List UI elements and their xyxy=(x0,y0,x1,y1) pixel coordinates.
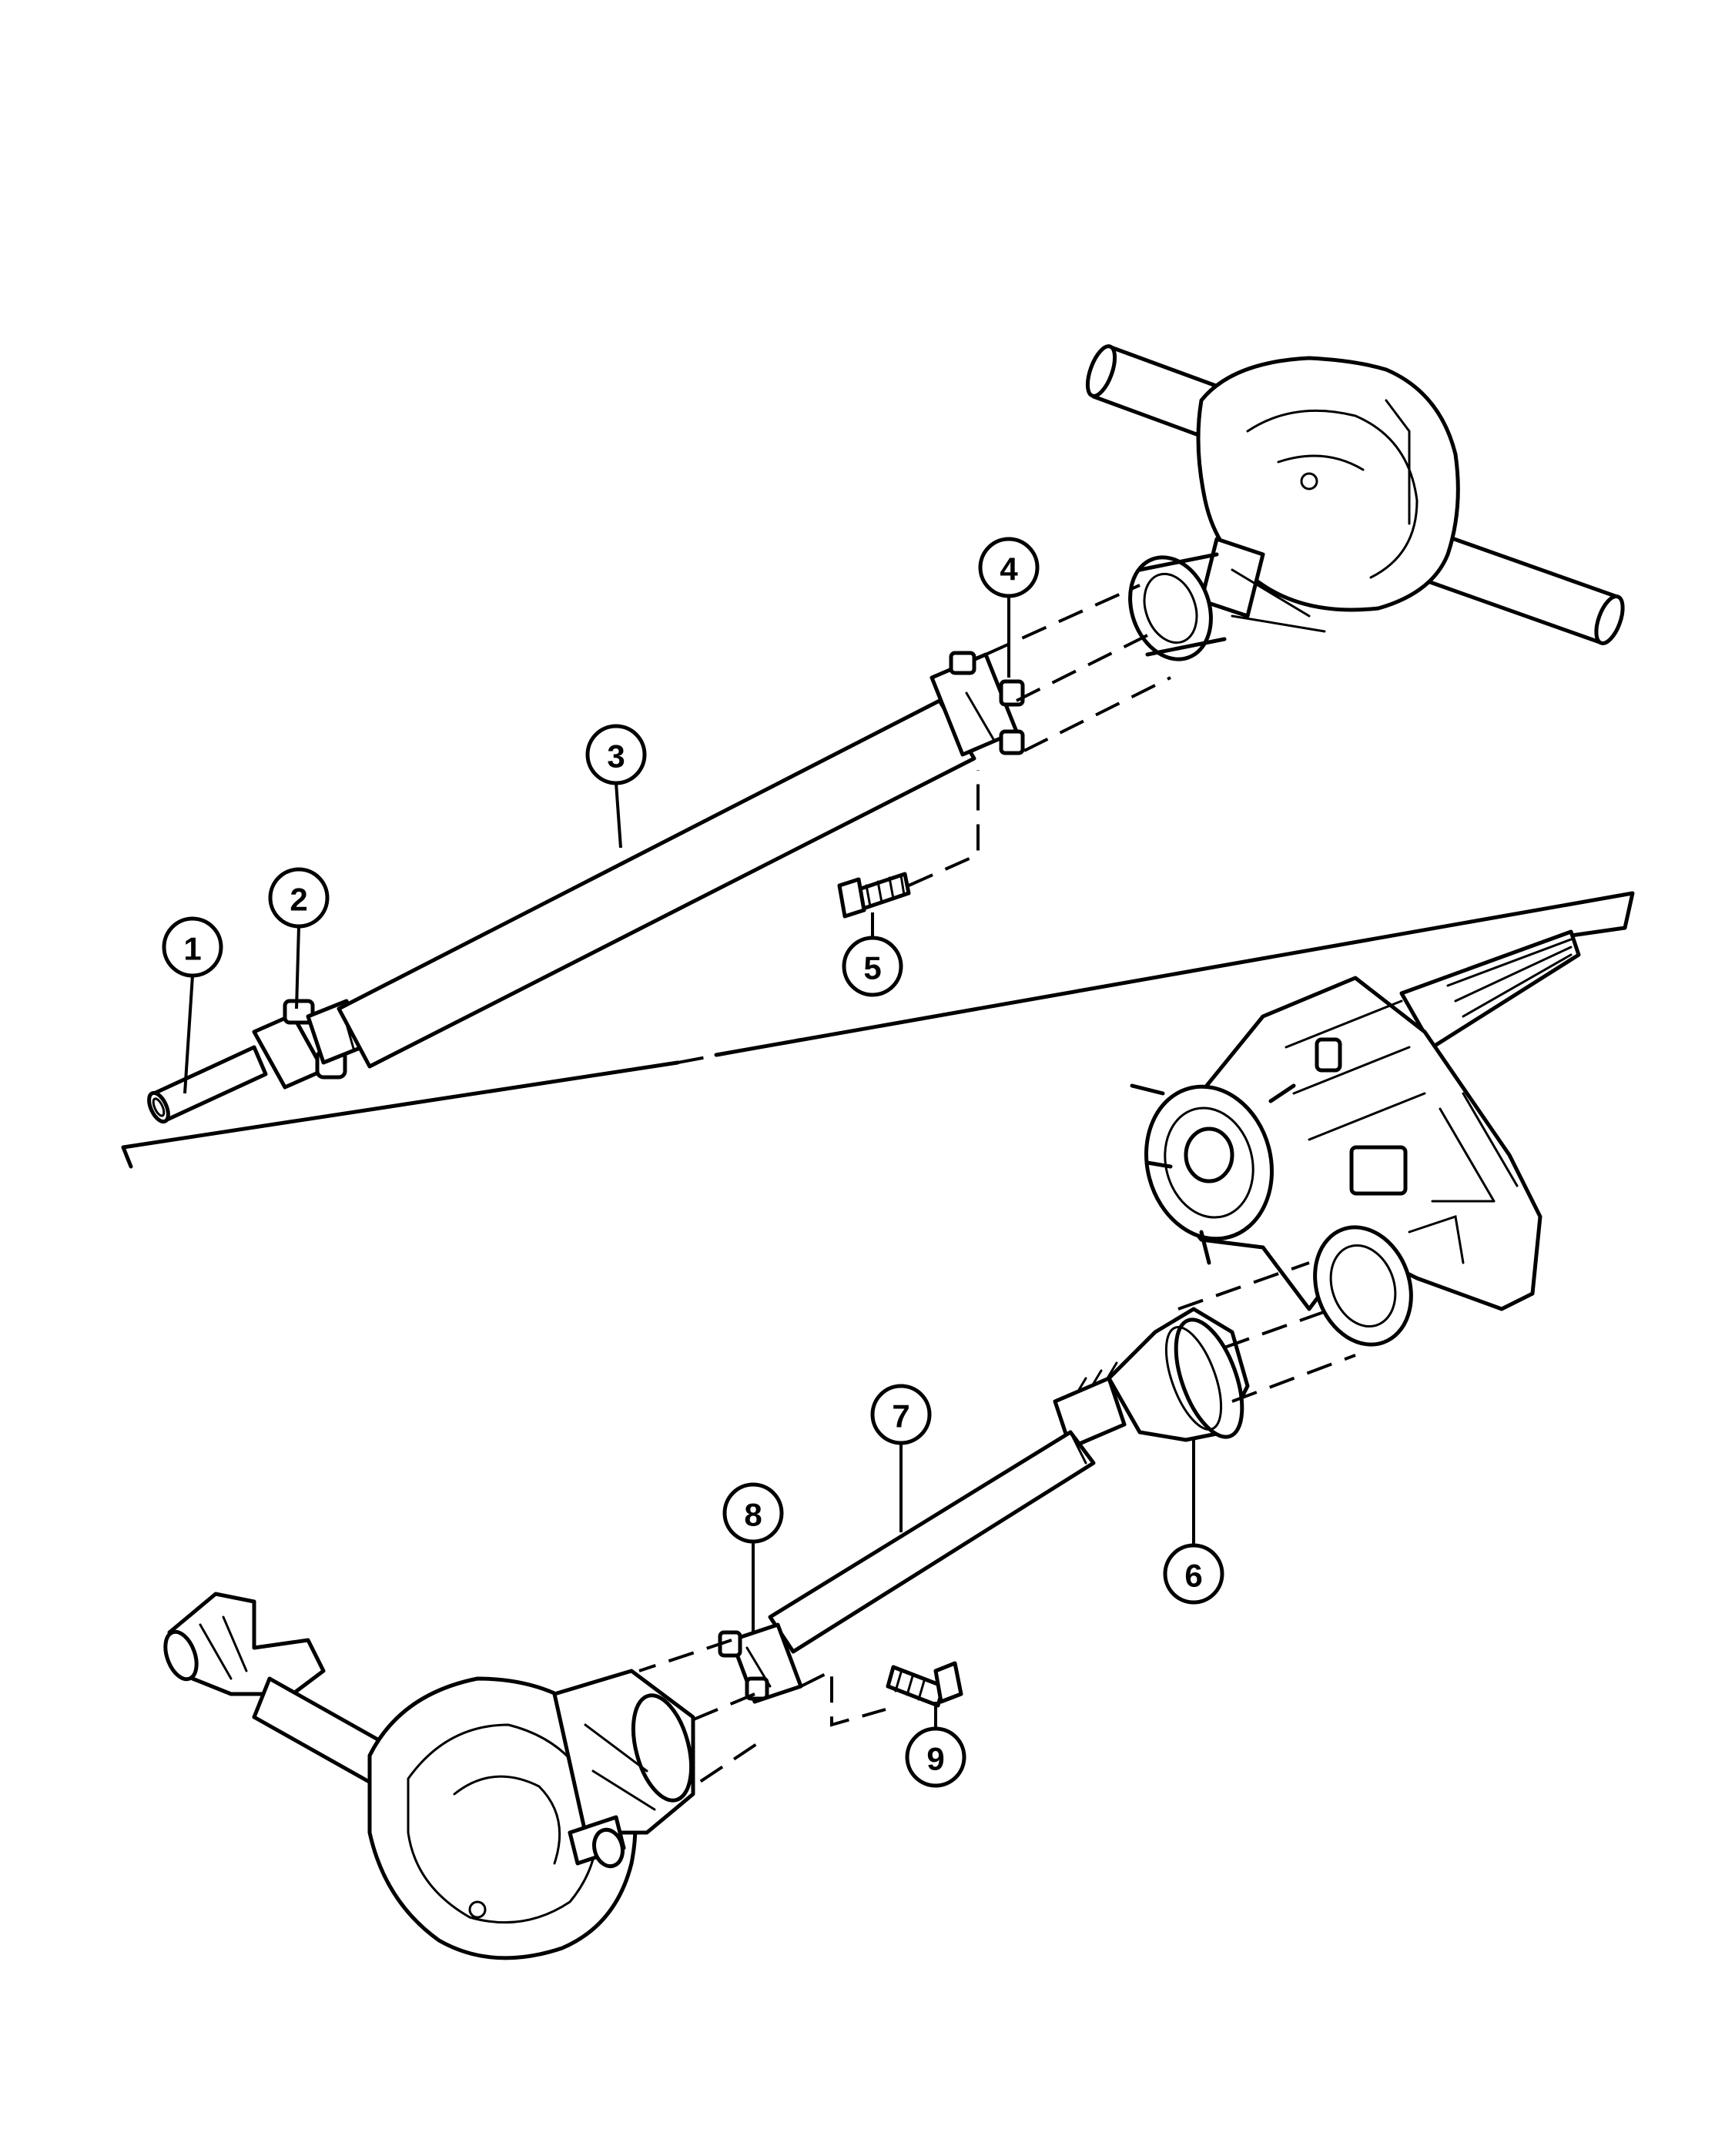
callout-1: 1 xyxy=(162,916,223,978)
callout-3-label: 3 xyxy=(607,738,625,775)
callout-1-label: 1 xyxy=(183,931,201,967)
front-connection-dash-lower xyxy=(1231,1354,1356,1403)
rear-connection-dash-upper xyxy=(985,584,1141,656)
rear-driveshaft xyxy=(147,651,1025,1124)
callout-4-label: 4 xyxy=(1000,551,1018,588)
callout-2-label: 2 xyxy=(290,882,307,918)
callout-2: 2 xyxy=(268,867,330,929)
rear-axle-assembly xyxy=(1085,344,1625,661)
bolt-5-dash xyxy=(908,770,980,887)
transfer-case-assembly xyxy=(1130,929,1581,1347)
front-driveshaft xyxy=(718,1307,1250,1708)
callout-6-label: 6 xyxy=(1184,1558,1202,1594)
separator-line-left xyxy=(121,1060,680,1169)
leader-2 xyxy=(295,926,300,1009)
rear-connection-dash-lower xyxy=(1023,676,1171,752)
callout-8-label: 8 xyxy=(744,1497,762,1533)
callout-7-label: 7 xyxy=(892,1398,909,1435)
front-axle-dash-upper xyxy=(638,1639,732,1672)
callout-9-label: 9 xyxy=(926,1741,944,1777)
front-axle-assembly xyxy=(163,1592,695,1960)
separator-line-right xyxy=(714,891,1635,1057)
front-connection-dash-upper xyxy=(1177,1261,1310,1311)
rear-connection-dash-mid xyxy=(1016,630,1156,702)
callout-7: 7 xyxy=(870,1384,932,1445)
callout-9: 9 xyxy=(905,1726,966,1788)
callout-8: 8 xyxy=(722,1482,784,1544)
callout-4: 4 xyxy=(978,537,1040,598)
bolt-9-dash xyxy=(800,1668,886,1727)
callout-6: 6 xyxy=(1163,1543,1224,1605)
front-connection-dash-mid xyxy=(1224,1307,1333,1349)
callout-5: 5 xyxy=(842,936,903,997)
leader-3 xyxy=(615,782,622,849)
leader-1 xyxy=(183,975,194,1094)
callout-3: 3 xyxy=(585,724,647,785)
callout-5-label: 5 xyxy=(863,950,881,986)
